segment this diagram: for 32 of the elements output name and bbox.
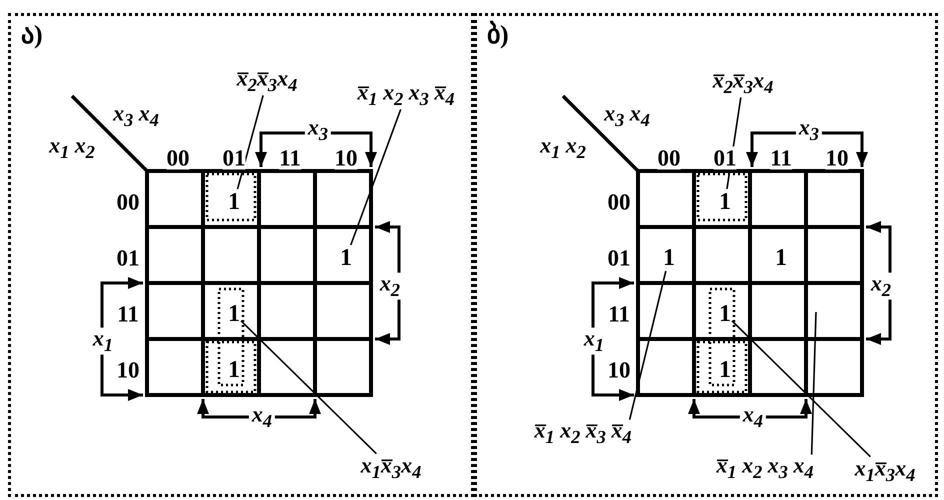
cell-value: 1 — [228, 358, 240, 382]
cell-value: 1 — [719, 302, 731, 326]
axis-variable-label: x$_{3}$ x$_{4}$ — [113, 102, 159, 130]
term-label: x̅$_{2}$x̅$_{3}$x$_{4}$ — [712, 70, 774, 96]
panel-heading: ა) — [21, 22, 43, 48]
leader-line — [236, 95, 264, 190]
cell-value: 1 — [228, 302, 240, 326]
leader-line — [350, 109, 402, 246]
panel-frame — [474, 13, 938, 497]
panel-frame — [8, 13, 474, 497]
leader-line — [731, 320, 871, 458]
cell-value: 1 — [719, 190, 731, 214]
term-label: x$_{1}$x̅$_{3}$x$_{4}$ — [854, 458, 916, 484]
cell-value: 1 — [340, 246, 352, 270]
cell-value: 1 — [228, 190, 240, 214]
axis-variable-label: x$_{1}$ x$_{2}$ — [49, 134, 95, 162]
term-label: x$_{1}$x̅$_{3}$x$_{4}$ — [360, 454, 422, 482]
leader-line — [240, 320, 377, 454]
term-label: x̅$_{1}$ x$_{2}$ x$_{3}$ x$_{4}$ — [716, 454, 814, 482]
bracket-label: x$_{2}$ — [868, 272, 894, 300]
term-label: x̅$_{1}$ x$_{2}$ x$_{3}$ x̅$_{4}$ — [357, 82, 455, 108]
bracket-label: x$_{2}$ — [376, 272, 404, 300]
column-code: 01 — [714, 146, 736, 170]
axis-variable-label: x$_{3}$ x$_{4}$ — [604, 102, 650, 130]
cell-value: 1 — [775, 246, 787, 270]
axis-variable-label: x$_{1}$ x$_{2}$ — [540, 134, 586, 162]
leader-line — [810, 312, 817, 455]
term-label: x̅$_{2}$x̅$_{3}$x$_{4}$ — [236, 68, 298, 94]
cell-value: 1 — [719, 358, 731, 382]
cell-value: 1 — [663, 246, 675, 270]
term-label: x̅$_{1}$ x$_{2}$ x̅$_{3}$ x̅$_{4}$ — [534, 420, 632, 446]
panel-heading: ბ) — [487, 22, 509, 48]
